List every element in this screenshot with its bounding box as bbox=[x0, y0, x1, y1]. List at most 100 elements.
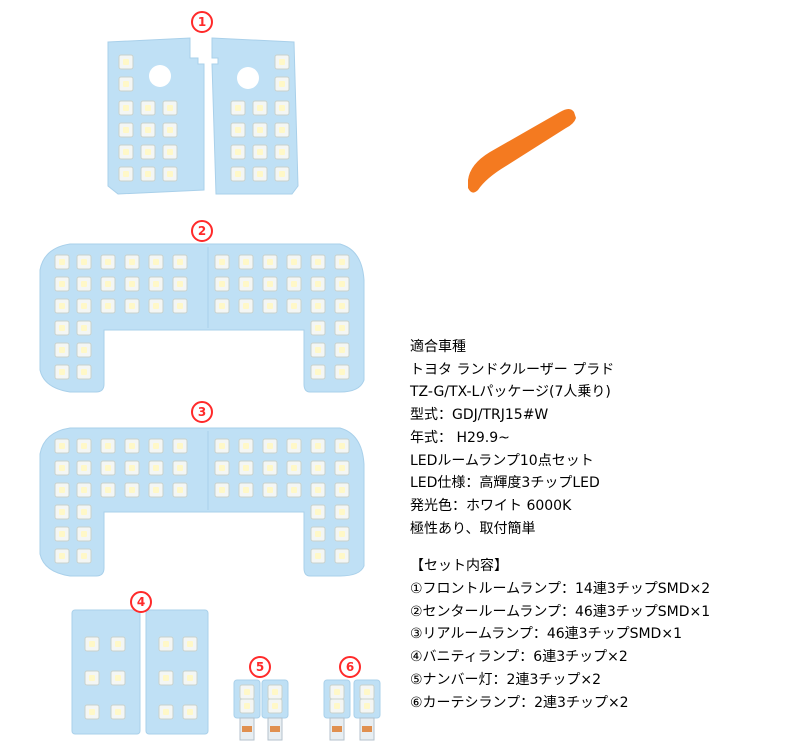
rear-lamp-led bbox=[124, 482, 140, 498]
courtesy-bulb-led bbox=[329, 684, 345, 700]
front-lamp-led bbox=[118, 166, 134, 182]
front-lamp-led bbox=[274, 166, 290, 182]
center-lamp-led bbox=[310, 364, 326, 380]
center-lamp-led bbox=[262, 254, 278, 270]
center-lamp-led bbox=[334, 320, 350, 336]
spec-text-block: 適合車種 トヨタ ランドクルーザー プラド TZ-G/TX-Lパッケージ(7人乗… bbox=[410, 336, 710, 714]
center-lamp-led bbox=[76, 342, 92, 358]
courtesy-bulb-led bbox=[359, 698, 375, 714]
rear-lamp-led bbox=[286, 438, 302, 454]
rear-lamp-led bbox=[310, 526, 326, 542]
front-lamp-led bbox=[118, 144, 134, 160]
panel-number-1: 1 bbox=[191, 11, 213, 33]
model-year: 年式： H29.9~ bbox=[410, 429, 510, 446]
rear-lamp-led bbox=[54, 482, 70, 498]
vanity-lamp-left bbox=[71, 609, 141, 735]
rear-lamp-led bbox=[214, 482, 230, 498]
front-lamp-led bbox=[118, 76, 134, 92]
rear-lamp-led bbox=[54, 526, 70, 542]
rear-lamp-led bbox=[334, 460, 350, 476]
rear-lamp-led bbox=[262, 460, 278, 476]
polarity-note: 極性あり、取付簡単 bbox=[410, 520, 536, 537]
center-lamp-led bbox=[172, 254, 188, 270]
center-lamp-led bbox=[310, 254, 326, 270]
rear-lamp-led bbox=[54, 504, 70, 520]
center-lamp-led bbox=[286, 276, 302, 292]
front-lamp-led bbox=[274, 122, 290, 138]
contents-item: ①フロントルームランプ：14連3チップSMD×2 bbox=[410, 581, 711, 598]
front-lamp-led bbox=[118, 54, 134, 70]
vanity-lamp-right bbox=[145, 609, 209, 735]
front-lamp-led bbox=[274, 144, 290, 160]
panel-number-6: 6 bbox=[339, 656, 361, 678]
center-lamp-led bbox=[76, 276, 92, 292]
center-lamp-led bbox=[286, 254, 302, 270]
center-lamp-led bbox=[54, 342, 70, 358]
vanity-lamp-led bbox=[158, 670, 174, 686]
vanity-lamp-led bbox=[182, 670, 198, 686]
rear-lamp-led bbox=[148, 482, 164, 498]
center-lamp-led bbox=[100, 298, 116, 314]
number-bulb-led bbox=[239, 698, 255, 714]
rear-lamp-led bbox=[286, 482, 302, 498]
center-lamp-led bbox=[334, 342, 350, 358]
rear-lamp-led bbox=[76, 438, 92, 454]
center-lamp-led bbox=[76, 298, 92, 314]
vanity-lamp-led bbox=[84, 670, 100, 686]
center-lamp-led bbox=[76, 320, 92, 336]
center-lamp-led bbox=[148, 298, 164, 314]
front-lamp-led bbox=[274, 100, 290, 116]
rear-lamp-led bbox=[334, 482, 350, 498]
front-lamp-led bbox=[162, 166, 178, 182]
panel-number-4: 4 bbox=[130, 591, 152, 613]
panel-number-5: 5 bbox=[249, 656, 271, 678]
front-lamp-led bbox=[252, 144, 268, 160]
rear-lamp-led bbox=[124, 460, 140, 476]
center-lamp-led bbox=[124, 254, 140, 270]
center-lamp-led bbox=[124, 276, 140, 292]
rear-lamp-led bbox=[286, 460, 302, 476]
rear-lamp-led bbox=[54, 438, 70, 454]
grade: TZ-G/TX-Lパッケージ(7人乗り) bbox=[410, 384, 611, 401]
rear-lamp-led bbox=[54, 548, 70, 564]
rear-lamp-led bbox=[214, 460, 230, 476]
panel-number-3: 3 bbox=[191, 401, 213, 423]
rear-lamp-led bbox=[214, 438, 230, 454]
front-lamp-led bbox=[252, 122, 268, 138]
rear-lamp-led bbox=[54, 460, 70, 476]
vanity-lamp-led bbox=[84, 636, 100, 652]
front-lamp-led bbox=[252, 166, 268, 182]
front-lamp-led bbox=[162, 100, 178, 116]
center-lamp-led bbox=[148, 276, 164, 292]
rear-lamp-led bbox=[100, 438, 116, 454]
rear-lamp-led bbox=[172, 482, 188, 498]
rear-lamp-led bbox=[310, 438, 326, 454]
panel-number-2: 2 bbox=[191, 220, 213, 242]
center-lamp-led bbox=[76, 254, 92, 270]
vanity-lamp-led bbox=[158, 636, 174, 652]
rear-lamp-led bbox=[100, 460, 116, 476]
center-lamp-led bbox=[238, 276, 254, 292]
center-lamp-led bbox=[334, 254, 350, 270]
rear-lamp-led bbox=[148, 438, 164, 454]
center-lamp-led bbox=[262, 276, 278, 292]
center-lamp-led bbox=[238, 298, 254, 314]
rear-lamp-led bbox=[124, 438, 140, 454]
set-description: LEDルームランプ10点セット bbox=[410, 452, 594, 469]
front-lamp-led bbox=[140, 144, 156, 160]
courtesy-bulb-led bbox=[329, 698, 345, 714]
center-lamp-led bbox=[54, 254, 70, 270]
center-lamp-led bbox=[310, 298, 326, 314]
front-lamp-led bbox=[252, 100, 268, 116]
center-lamp-led bbox=[334, 298, 350, 314]
center-lamp-led bbox=[214, 298, 230, 314]
center-lamp-led bbox=[310, 276, 326, 292]
contents-item: ⑤ナンバー灯：2連3チップ×2 bbox=[410, 671, 602, 688]
rear-lamp-led bbox=[310, 504, 326, 520]
rear-lamp-led bbox=[76, 548, 92, 564]
center-lamp-led bbox=[54, 276, 70, 292]
front-lamp-led bbox=[140, 166, 156, 182]
front-lamp-led bbox=[162, 122, 178, 138]
vanity-lamp-led bbox=[110, 670, 126, 686]
